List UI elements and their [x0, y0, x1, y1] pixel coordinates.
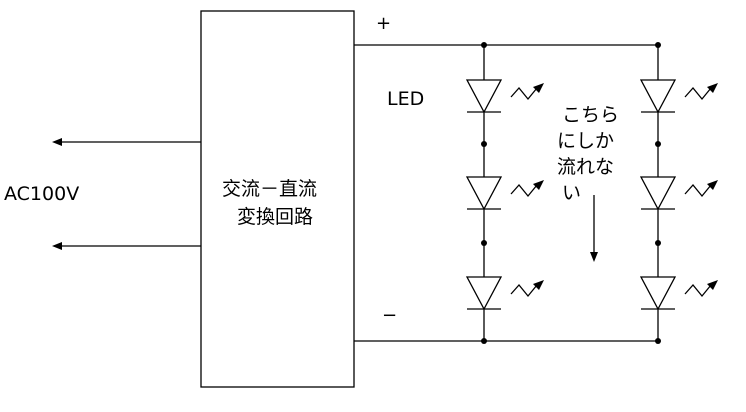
note-line-2: にしか: [557, 130, 615, 152]
led-strings: [465, 42, 718, 344]
junction-dot: [481, 141, 487, 147]
arrow-left-icon: [52, 138, 62, 146]
light-emission-icon: [510, 283, 538, 298]
current-direction-arrow: [590, 195, 598, 262]
led-diode-icon: [465, 176, 503, 211]
ac-input-arrows: [52, 138, 201, 250]
light-arrow-icon: [533, 280, 544, 290]
note-line-4: い: [562, 182, 582, 204]
minus-terminal-label: −: [382, 305, 398, 326]
light-emission-icon: [684, 183, 712, 198]
led-diode-icon: [465, 276, 503, 311]
junction-dot: [481, 42, 487, 48]
light-arrow-icon: [533, 83, 544, 93]
led-diode-icon: [639, 79, 677, 114]
ac-input-label: AC100V: [4, 183, 80, 205]
junction-dot: [481, 338, 487, 344]
converter-label-line1: 交流－直流: [222, 178, 318, 200]
led-diode-icon: [465, 79, 503, 114]
light-emission-icon: [684, 283, 712, 298]
light-emission-icon: [684, 86, 712, 101]
note-line-3: 流れな: [557, 156, 615, 178]
light-arrow-icon: [707, 280, 718, 290]
junction-dot: [655, 240, 661, 246]
plus-terminal-label: +: [376, 13, 392, 34]
light-arrow-icon: [707, 83, 718, 93]
arrow-down-icon: [590, 252, 598, 262]
junction-dot: [655, 42, 661, 48]
note-line-1: こちら: [562, 104, 620, 126]
light-arrow-icon: [533, 180, 544, 190]
light-arrow-icon: [707, 180, 718, 190]
arrow-left-icon: [52, 242, 62, 250]
led-diode-icon: [639, 276, 677, 311]
converter-box: [200, 10, 355, 388]
converter-label-line2: 変換回路: [237, 206, 314, 228]
light-emission-icon: [510, 183, 538, 198]
junction-dot: [655, 141, 661, 147]
led-label: LED: [387, 88, 425, 110]
light-emission-icon: [510, 86, 538, 101]
junction-dot: [655, 338, 661, 344]
junction-dot: [481, 240, 487, 246]
led-diode-icon: [639, 176, 677, 211]
